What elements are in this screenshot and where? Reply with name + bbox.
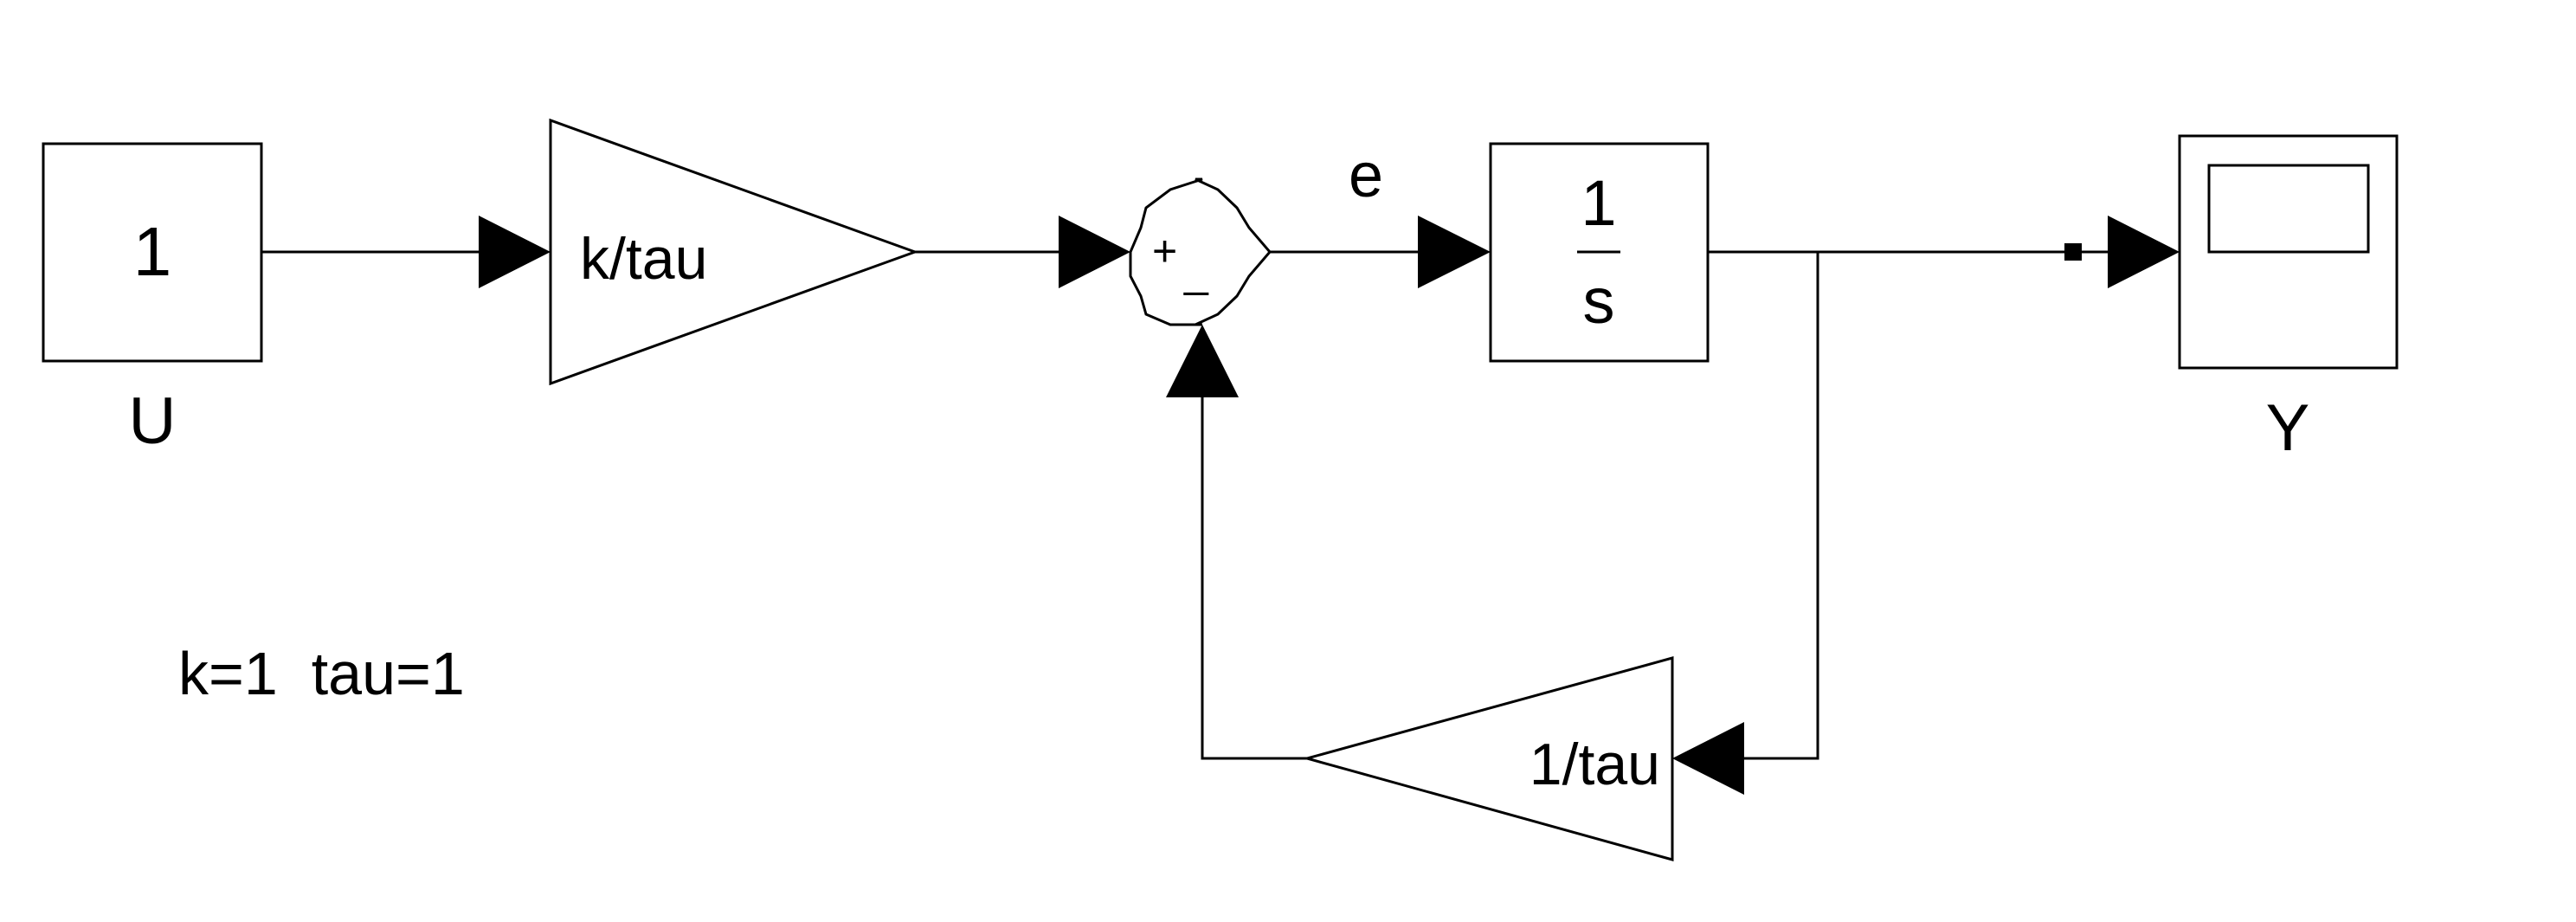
- gain-block-feedback[interactable]: 1/tau: [1302, 656, 1674, 861]
- sum-plus-sign: +: [1152, 227, 1177, 275]
- scope-screen-icon: [2207, 164, 2370, 254]
- arrowhead-icon: [2108, 216, 2180, 288]
- sum-block[interactable]: + _: [1129, 177, 1272, 326]
- signal-line-error: [1270, 216, 1491, 288]
- arrowhead-icon: [1672, 722, 1744, 795]
- feedback-signal-line: [1672, 252, 1819, 795]
- signal-junction-marker: [2064, 243, 2082, 261]
- signal-line-output: [1708, 216, 2180, 288]
- arrowhead-icon: [1418, 216, 1491, 288]
- signal-line-constant-to-gain: [261, 216, 551, 288]
- scope-block[interactable]: [2178, 134, 2399, 370]
- integrator-block[interactable]: 1 s: [1489, 142, 1710, 363]
- integrator-numerator: 1: [1581, 167, 1616, 239]
- signal-label-error: e: [1349, 141, 1383, 210]
- gain-forward-value: k/tau: [580, 226, 707, 292]
- arrowhead-icon: [1166, 325, 1239, 397]
- gain-block-forward[interactable]: k/tau: [549, 118, 919, 386]
- integrator-denominator: s: [1583, 265, 1615, 337]
- sum-minus-sign: _: [1183, 248, 1209, 296]
- signal-line-gain-to-sum: [915, 216, 1130, 288]
- scope-block-name: Y: [2266, 391, 2310, 465]
- constant-block-name: U: [129, 384, 177, 458]
- constant-value: 1: [133, 213, 172, 290]
- gain-feedback-value: 1/tau: [1530, 732, 1660, 797]
- constant-block[interactable]: 1: [42, 142, 263, 363]
- arrowhead-icon: [1059, 216, 1130, 288]
- parameter-annotation: k=1 tau=1: [178, 640, 465, 707]
- feedback-to-sum-line: [1166, 325, 1307, 760]
- arrowhead-icon: [479, 216, 551, 288]
